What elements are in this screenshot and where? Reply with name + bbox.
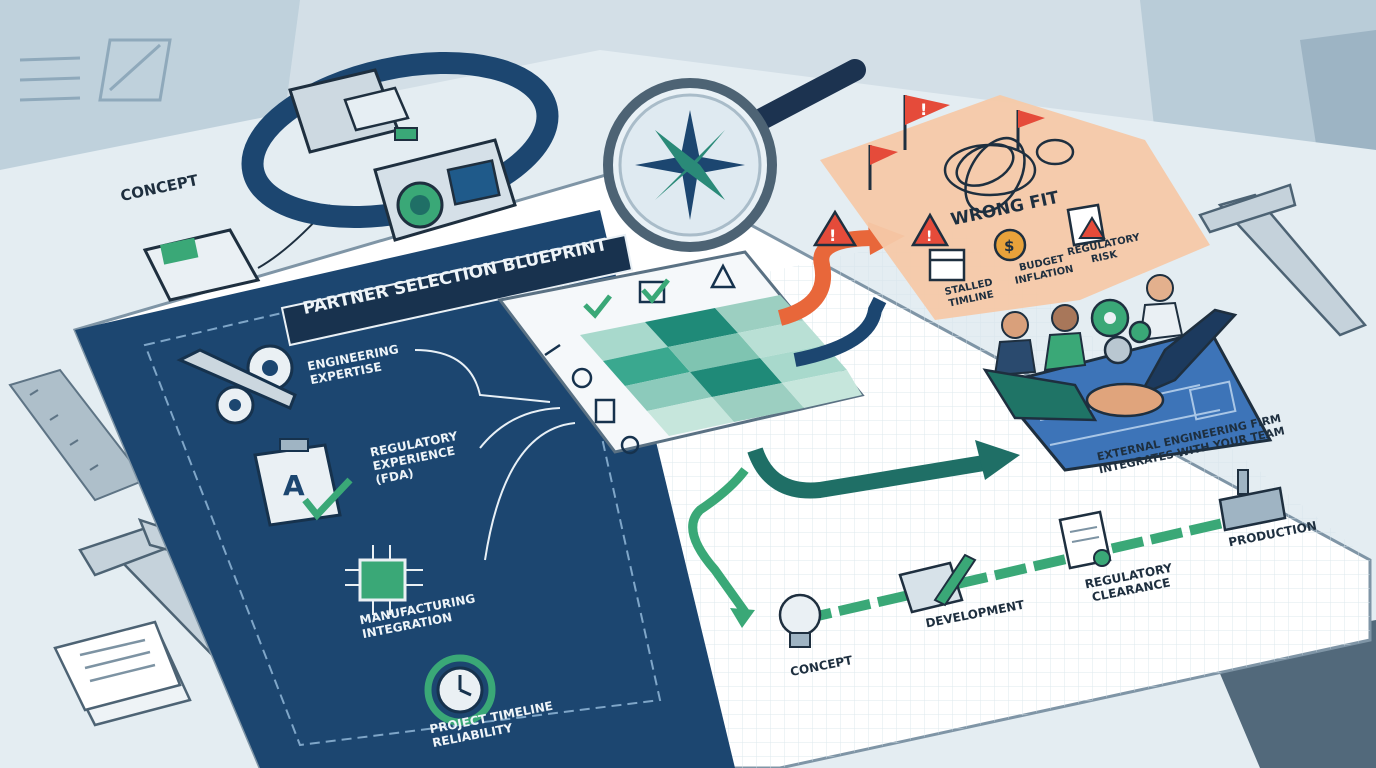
- svg-text:$: $: [1004, 237, 1014, 255]
- green-process-path: [688, 467, 749, 615]
- tangled-scribble-icon: [943, 136, 1075, 214]
- decision-matrix: [497, 250, 865, 455]
- matrix-row-icons: [544, 343, 640, 455]
- handshake-icon: [982, 308, 1238, 422]
- green-process-head: [730, 608, 755, 628]
- matrix-cell: [715, 295, 803, 333]
- concept-device-icon: [142, 204, 331, 302]
- risk-document-icon: [1066, 203, 1106, 247]
- calendar-icon: [928, 248, 966, 282]
- svg-text:!: !: [920, 100, 927, 119]
- money-bag-icon: $: [993, 228, 1027, 262]
- matrix-cell: [690, 358, 782, 397]
- check-icon: [583, 294, 612, 319]
- navy-arrow-path: [793, 296, 887, 367]
- teal-arrow-head: [975, 440, 1020, 480]
- cabinet-right: [1300, 30, 1376, 170]
- matrix-cell: [580, 322, 668, 361]
- clock-cycle-icon: [424, 654, 496, 726]
- microchip-icon: [345, 545, 423, 615]
- matrix-cell: [712, 383, 804, 422]
- wall-sketch-icon: [19, 38, 172, 102]
- clearance-document-icon: [1058, 510, 1112, 570]
- matrix-cell: [625, 372, 712, 411]
- clipboard-check-icon: A: [253, 438, 353, 527]
- blueprint-panel-border: [143, 246, 662, 747]
- svg-text:!: !: [926, 229, 932, 245]
- matrix-cell: [668, 333, 760, 372]
- lightbulb-icon: [778, 593, 822, 648]
- factory-icon: [1218, 469, 1287, 532]
- folder-pencil-icon: [898, 553, 977, 614]
- wrench-gear-icon: [176, 344, 297, 425]
- team-gears-icon: [1090, 298, 1152, 365]
- matrix-cell: [738, 320, 825, 358]
- magnifying-glass-icon: [603, 59, 866, 252]
- matrix-cell: [782, 370, 862, 408]
- wearable-band-icon: [241, 51, 559, 242]
- teal-arrow-path: [747, 447, 992, 499]
- svg-text:!: !: [829, 226, 836, 245]
- matrix-cell: [647, 397, 734, 436]
- warning-icon: [709, 263, 737, 289]
- wrong-fit-panel: [820, 95, 1210, 320]
- criteria-connectors: [414, 349, 576, 561]
- svg-text:A: A: [283, 469, 305, 502]
- process-timeline-track: [798, 513, 1247, 625]
- red-flag-icons: !: [868, 95, 1045, 190]
- caliper-right: [1198, 183, 1368, 337]
- warning-triangle-icon: ! !: [812, 209, 950, 247]
- matrix-cell: [603, 347, 690, 386]
- matrix-cell: [645, 308, 738, 347]
- papers-stack-icon: [53, 620, 192, 727]
- blueprint-title-banner: [280, 233, 634, 347]
